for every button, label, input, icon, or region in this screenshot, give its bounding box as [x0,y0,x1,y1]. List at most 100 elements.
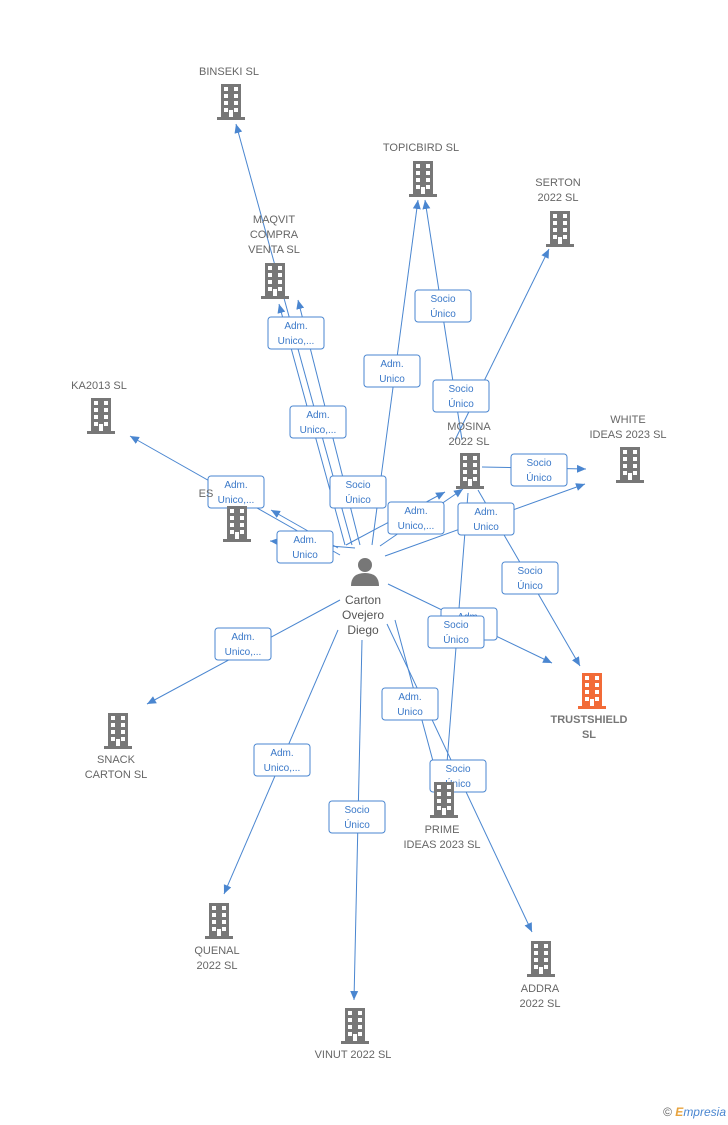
building-icon [578,673,606,709]
company-node-serton[interactable]: SERTON 2022 SL [535,177,581,247]
relation-label-l-snack-adm[interactable]: Adm. Unico,... [214,627,272,661]
company-name: SNACK [97,754,136,766]
company-name: IDEAS 2023 SL [589,429,666,441]
company-name: TOPICBIRD SL [383,142,459,154]
relation-label-text: Unico [379,374,405,385]
company-name: 2022 SL [449,436,490,448]
building-icon [341,1008,369,1044]
relation-label-text: Unico [292,550,318,561]
relation-label-text: Único [344,818,370,831]
relation-label-text: Socio [448,384,473,395]
company-name: VINUT 2022 SL [315,1049,392,1061]
building-icon [546,211,574,247]
relation-label-text: Adm. [380,359,403,370]
relation-label-text: Socio [526,458,551,469]
relation-label-text: Unico,... [264,763,301,774]
relation-label-text: Adm. [270,748,293,759]
relation-label-text: Unico,... [218,495,255,506]
relation-label-l-es-adm2[interactable]: Adm. Unico [276,530,334,564]
relation-label-l-prime-adm[interactable]: Adm.Unico [381,687,439,721]
company-node-mosina[interactable]: MOSINA 2022 SL [447,421,491,489]
relation-label-text: Único [517,579,543,592]
relation-label-l-maqvit-adm[interactable]: Adm. Unico,... [267,316,325,350]
relation-label-l-white-adm[interactable]: Adm. Unico [457,502,515,536]
relation-label-text: Unico,... [225,647,262,658]
relation-label-l-binseki-adm[interactable]: Adm. Unico,... [289,405,347,439]
relation-label-text: Único [430,307,456,320]
company-name: SL [582,729,596,741]
company-node-binseki[interactable]: BINSEKI SL [199,66,259,120]
company-name: QUENAL [194,945,239,957]
building-icon [104,713,132,749]
building-icon [205,903,233,939]
building-icon [430,782,458,818]
relation-label-text: Adm. [398,692,421,703]
company-name: KA2013 SL [71,380,127,392]
company-node-quenal[interactable]: QUENAL 2022 SL [194,903,240,972]
building-icon [217,84,245,120]
relation-label-text: Socio [345,480,370,491]
relation-label-text: Adm. [231,632,254,643]
company-node-topicbird[interactable]: TOPICBIRD SL [383,142,459,197]
company-node-maqvit[interactable]: MAQVIT COMPRA VENTA SL [248,214,300,299]
building-icon [409,161,437,197]
company-name: ADDRA [521,983,560,995]
relation-label-text: Único [448,397,474,410]
relation-label-text: Socio [443,620,468,631]
company-name: BINSEKI SL [199,66,259,78]
relation-label-text: Adm. [474,507,497,518]
company-name: WHITE [610,414,645,426]
company-node-es[interactable]: ES [199,488,251,542]
company-name: PRIME [425,824,460,836]
company-name: 2022 SL [197,960,238,972]
copyright-symbol: © [663,1105,672,1119]
footer-brand[interactable]: © Empresia [663,1105,726,1119]
relation-label-l-quenal-adm[interactable]: Adm. Unico,... [253,743,311,777]
building-icon [261,263,289,299]
building-icon [87,398,115,434]
company-name: 2022 SL [520,998,561,1010]
relation-label-text: Único [345,493,371,506]
person-name: Diego [347,623,379,637]
relation-label-text: Unico,... [278,336,315,347]
relation-label-text: Unico [473,522,499,533]
relation-label-text: Socio [517,566,542,577]
brand-logo-name: mpresia [683,1105,726,1119]
relation-label-l-mosina-adm[interactable]: Adm.Unico,... [387,501,445,535]
relation-label-l-topic-adm[interactable]: Adm. Unico [363,354,421,388]
company-name: MOSINA [447,421,491,433]
company-name: SERTON [535,177,580,189]
person-icon [351,558,379,586]
person-name: Carton [345,593,381,607]
company-name: 2022 SL [538,192,579,204]
company-node-ka2013[interactable]: KA2013 SL [71,380,127,434]
relation-label-text: Adm. [306,410,329,421]
company-name: VENTA SL [248,244,300,256]
relation-label-text: Adm. [284,321,307,332]
company-name: COMPRA [250,229,299,241]
relation-label-l-es-adm[interactable]: Adm. Unico,... [207,475,265,509]
company-name: MAQVIT [253,214,295,226]
brand-logo-letter: E [675,1105,684,1119]
relation-label-text: Adm. [224,480,247,491]
company-node-vinut[interactable]: VINUT 2022 SL [315,1008,392,1061]
relation-label-text: Adm. [293,535,316,546]
nodes-layer: BINSEKI SL TOPICBIRD SL SERTON 2022 SL MAQVI… [71,66,666,1061]
relation-label-text: Unico,... [300,425,337,436]
relation-label-text: Socio [344,805,369,816]
company-node-white[interactable]: WHITE IDEAS 2023 SL [589,414,667,483]
company-node-addra[interactable]: ADDRA 2022 SL [520,941,561,1010]
building-icon [456,453,484,489]
